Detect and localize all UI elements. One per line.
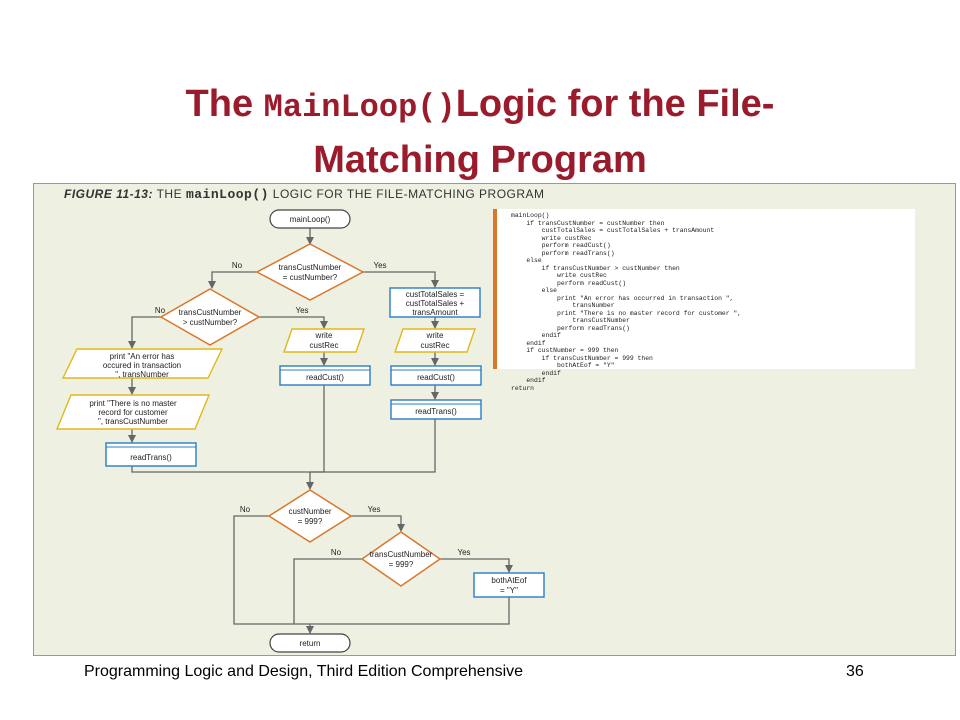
output-print-no-master	[55, 394, 211, 430]
output-print-error-line1: print "An error has	[110, 352, 175, 361]
title-line-2: Matching Program	[313, 139, 647, 181]
title-code: MainLoop()	[263, 89, 456, 126]
pseudocode-panel: mainLoop() if transCustNumber = custNumb…	[493, 209, 915, 392]
output-write-custrec-right	[394, 328, 476, 353]
decision-trans-999-yes-label: Yes	[457, 548, 470, 557]
decision-trans-greater-line1: transCustNumber	[179, 308, 242, 317]
connector-right-branch-merge	[310, 419, 436, 473]
figure-caption-code: mainLoop()	[185, 187, 269, 202]
process-total-sales	[389, 287, 481, 318]
pseudocode-text: mainLoop() if transCustNumber = custNumb…	[511, 212, 742, 392]
process-both-at-eof	[473, 572, 545, 598]
figure-caption-pre: THE	[156, 187, 183, 201]
start-terminal-label: mainLoop()	[290, 215, 331, 224]
title-prefix: The	[185, 83, 264, 125]
slide-title: The MainLoop()Logic for the File- Matchi…	[80, 78, 880, 186]
decision-cust-999	[267, 489, 353, 543]
decision-trans-999	[360, 531, 442, 587]
figure-caption-post: LOGIC FOR THE FILE-MATCHING PROGRAM	[272, 187, 545, 201]
module-readtrans-right-label: readTrans()	[415, 407, 457, 416]
figure-number: FIGURE 11-13:	[64, 187, 153, 201]
decision-trans-greater-yes-label: Yes	[295, 306, 308, 315]
connector-eof-merge	[310, 597, 510, 625]
decision-cust-match-yes-label: Yes	[373, 261, 386, 270]
process-both-at-eof-line1: bothAtEof	[491, 576, 527, 585]
output-write-custrec-right-line2: custRec	[421, 341, 450, 350]
title-line-1: The MainLoop()Logic for the File-	[80, 78, 880, 134]
output-print-error	[61, 348, 224, 379]
decision-trans-999-no-label: No	[331, 548, 342, 557]
output-print-error-line2: occured in transaction	[103, 361, 181, 370]
connector-d2-no	[128, 316, 161, 349]
decision-cust-match-line2: = custNumber?	[283, 273, 338, 282]
module-readcust-right	[390, 365, 482, 386]
module-readtrans-left-label: readTrans()	[130, 453, 172, 462]
output-write-custrec-right-line1: write	[426, 331, 444, 340]
decision-cust-999-line1: custNumber	[288, 507, 331, 516]
flowchart: mainLoop() transCustNumber = custNumber?…	[55, 209, 545, 653]
decision-cust-match-line1: transCustNumber	[279, 263, 342, 272]
output-print-no-master-line1: print "There is no master	[89, 399, 177, 408]
process-both-at-eof-line2: = "Y"	[500, 586, 518, 595]
connector-d3-no	[233, 515, 310, 625]
decision-cust-999-line2: = 999?	[298, 517, 323, 526]
footer-book-title: Programming Logic and Design, Third Edit…	[84, 663, 524, 680]
page-number: 36	[846, 663, 864, 680]
figure-caption: FIGURE 11-13: THE mainLoop() LOGIC FOR T…	[64, 187, 545, 202]
output-print-no-master-line3: ", transCustNumber	[98, 417, 168, 426]
module-readcust-right-label: readCust()	[417, 373, 455, 382]
connector-left-branch-merge	[131, 466, 310, 473]
module-readcust-middle	[279, 365, 371, 386]
output-write-custrec-middle-line1: write	[315, 331, 333, 340]
process-total-sales-line3: transAmount	[412, 308, 458, 317]
decision-cust-match	[255, 243, 365, 301]
return-terminal	[269, 633, 351, 653]
decision-trans-greater-line2: > custNumber?	[183, 318, 238, 327]
connector-mid-branch-merge	[310, 385, 325, 473]
module-readtrans-right	[390, 399, 482, 420]
return-terminal-label: return	[300, 639, 321, 648]
decision-trans-999-line1: transCustNumber	[370, 550, 433, 559]
figure-panel: FIGURE 11-13: THE mainLoop() LOGIC FOR T…	[33, 183, 956, 656]
decision-trans-greater-no-label: No	[155, 306, 166, 315]
connector-d4-no	[293, 558, 362, 624]
process-total-sales-line1: custTotalSales =	[406, 290, 465, 299]
start-terminal	[269, 209, 351, 229]
output-write-custrec-middle-line2: custRec	[310, 341, 339, 350]
output-write-custrec-middle	[283, 328, 365, 353]
process-total-sales-line2: custTotalSales +	[406, 299, 465, 308]
module-readtrans-left	[105, 442, 197, 467]
decision-cust-match-no-label: No	[232, 261, 243, 270]
decision-cust-999-yes-label: Yes	[367, 505, 380, 514]
flow-connectors	[128, 228, 513, 634]
connector-d1-yes	[363, 271, 439, 288]
output-print-error-line3: ", transNumber	[115, 370, 169, 379]
decision-trans-999-line2: = 999?	[389, 560, 414, 569]
connector-d4-yes	[440, 558, 513, 573]
connector-d1-no	[208, 271, 257, 289]
connector-d2-yes	[259, 316, 328, 329]
output-print-no-master-line2: record for customer	[98, 408, 168, 417]
decision-cust-999-no-label: No	[240, 505, 251, 514]
decision-trans-greater	[159, 288, 261, 346]
connector-d3-yes	[351, 515, 405, 532]
title-suffix: Logic for the File-	[455, 83, 775, 125]
module-readcust-middle-label: readCust()	[306, 373, 344, 382]
